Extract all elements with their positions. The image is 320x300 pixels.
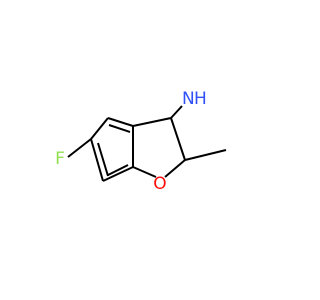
bond-o-c7a [132,166,157,178]
bond-c3-c2 [170,117,186,161]
bond-c2-o [164,159,186,178]
atom-label-n: N [182,89,195,109]
atom-label-h: H [194,89,207,109]
bonds [67,105,227,182]
bond-c3a-c3 [132,117,172,127]
atom-label-o: O [153,174,166,194]
atom-label-f: F [55,149,65,169]
bond-c5-c6 [90,138,104,182]
atom-labels: N H O F [55,89,207,194]
bond-c5-c6-inner [97,142,109,177]
bond-c3a-c4 [107,117,134,127]
bond-c7-c7a-inner [107,164,129,176]
bond-c2-methyl [184,149,227,161]
bond-c4-c5 [90,117,109,140]
bond-c3-n [170,105,183,119]
bond-c6-f [67,138,92,158]
structure-diagram: N H O F [55,89,227,194]
bond-c6-c7 [102,166,134,182]
bond-c4-c4-inner [108,124,131,133]
